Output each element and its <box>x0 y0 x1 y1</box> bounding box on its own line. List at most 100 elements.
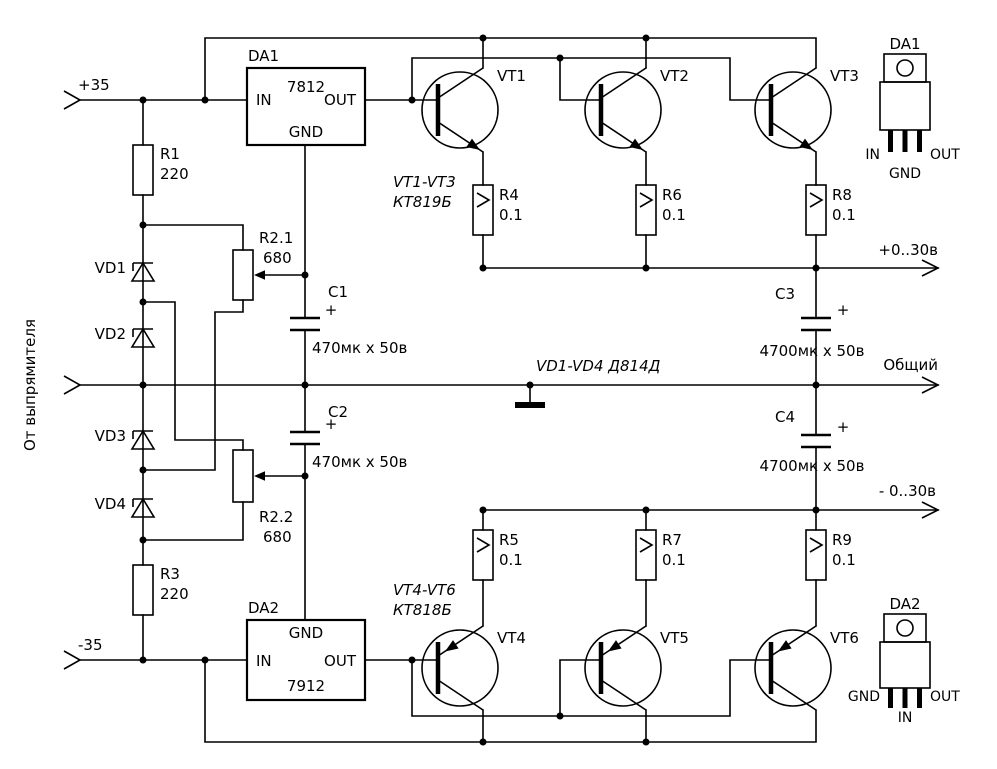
net-da1-gnd <box>261 144 306 319</box>
vd-note: VD1-VD4 Д814Д <box>536 357 661 375</box>
junction-dot <box>139 656 147 664</box>
junction-dot <box>526 381 534 389</box>
da1-pin-in: IN <box>256 91 272 109</box>
c1-value: 470мк x 50в <box>312 339 407 357</box>
package-da1-ref: DA1 <box>889 35 920 53</box>
package-da1-pin-right: OUT <box>930 147 960 163</box>
junction-dot <box>139 298 147 306</box>
vd1-ref: VD1 <box>95 259 126 277</box>
input-pos-label: +35 <box>78 76 110 94</box>
junction-dot <box>812 381 820 389</box>
da2-pin-in: IN <box>256 652 272 670</box>
c3-ref: C3 <box>775 285 795 303</box>
power-rating-chevron-icon <box>476 537 491 553</box>
da1-ref: DA1 <box>248 47 279 65</box>
resistor-r9 <box>805 529 827 581</box>
r7-value: 0.1 <box>662 551 686 569</box>
da2-pin-out: OUT <box>324 652 357 670</box>
r4-value: 0.1 <box>499 206 523 224</box>
net-r22-top <box>142 301 244 451</box>
da2-part: 7912 <box>287 677 325 695</box>
junction-dot <box>642 34 650 42</box>
net-bottom-emitters <box>482 579 817 627</box>
output-arrow-icon <box>921 259 940 277</box>
resistor-r4 <box>472 184 494 236</box>
output-arrow-icon <box>921 376 940 394</box>
zener-vd1 <box>130 261 156 282</box>
zener-vd3 <box>130 429 156 450</box>
c2-value: 470мк x 50в <box>312 453 407 471</box>
junction-dot <box>139 536 147 544</box>
r1-value: 220 <box>160 165 189 183</box>
zener-vd4 <box>130 497 156 518</box>
components <box>130 53 931 710</box>
r6-ref: R6 <box>662 186 682 204</box>
r3-value: 220 <box>160 585 189 603</box>
power-rating-chevron-icon <box>639 537 654 553</box>
r21-ref: R2.1 <box>259 229 293 247</box>
package-da1-pin-center: GND <box>889 166 921 182</box>
net-unregulated-plus <box>79 37 817 146</box>
junction-dot <box>556 712 564 720</box>
r3-ref: R3 <box>160 565 180 583</box>
output-arrow-icon <box>921 501 940 519</box>
net-r21-bottom <box>142 299 244 471</box>
output-pos-label: +0..30в <box>878 241 938 259</box>
junction-dot <box>479 506 487 514</box>
junction-dot <box>201 96 209 104</box>
package-da2-pin-left: GND <box>848 689 880 705</box>
regulator-da2-box <box>245 618 367 702</box>
da1-part: 7812 <box>287 78 325 96</box>
package-da1-pin-left: IN <box>865 147 880 163</box>
package-da2-icon <box>879 613 931 708</box>
vt-top-note-part: КТ819Б <box>393 193 452 211</box>
da2-ref: DA2 <box>248 599 279 617</box>
power-rating-chevron-icon <box>476 192 491 208</box>
ground-icon <box>515 402 545 408</box>
capacitor-c4 <box>801 433 831 449</box>
junction-dot <box>139 381 147 389</box>
package-da2-pin-right: OUT <box>930 689 960 705</box>
zener-vd2 <box>130 327 156 348</box>
potentiometer-r22 <box>232 449 254 503</box>
input-arrow-icon <box>63 375 82 395</box>
c1-plus: + <box>325 301 338 319</box>
input-neg-label: -35 <box>78 636 103 654</box>
junction-dot <box>642 264 650 272</box>
junction-dot <box>812 264 820 272</box>
wiper-arrow-icon <box>254 270 265 280</box>
da2-pin-gnd: GND <box>289 624 323 642</box>
net-common <box>79 329 939 436</box>
vd4-ref: VD4 <box>95 495 126 513</box>
resistor-r6 <box>635 184 657 236</box>
resistor-r3 <box>132 564 154 616</box>
package-da2-ref: DA2 <box>889 595 920 613</box>
junction-dot <box>642 506 650 514</box>
junction-dot <box>139 466 147 474</box>
vt6-ref: VT6 <box>830 629 859 647</box>
da1-pin-gnd: GND <box>289 123 323 141</box>
terminals <box>63 90 940 670</box>
power-rating-chevron-icon <box>809 537 824 553</box>
junction-dot <box>139 221 147 229</box>
capacitor-c2 <box>290 430 320 446</box>
regulator-da1-box <box>245 66 367 147</box>
net-r22-bottom <box>142 501 244 541</box>
c2-plus: + <box>325 415 338 433</box>
junction-dot <box>301 381 309 389</box>
vt1-ref: VT1 <box>497 67 526 85</box>
vd2-ref: VD2 <box>95 325 126 343</box>
capacitor-c1 <box>290 316 320 332</box>
c4-ref: C4 <box>775 408 795 426</box>
junction-dot <box>479 34 487 42</box>
labels: +35 -35 От выпрямителя DA1 7812 IN OUT G… <box>21 35 960 726</box>
vt5-ref: VT5 <box>660 629 689 647</box>
package-da2-pin-center: IN <box>898 710 913 726</box>
junction-dot <box>408 96 416 104</box>
vt-bottom-note-refs: VT4-VT6 <box>393 581 456 599</box>
power-rating-chevron-icon <box>639 192 654 208</box>
junction-dot <box>301 472 309 480</box>
r8-ref: R8 <box>832 186 852 204</box>
